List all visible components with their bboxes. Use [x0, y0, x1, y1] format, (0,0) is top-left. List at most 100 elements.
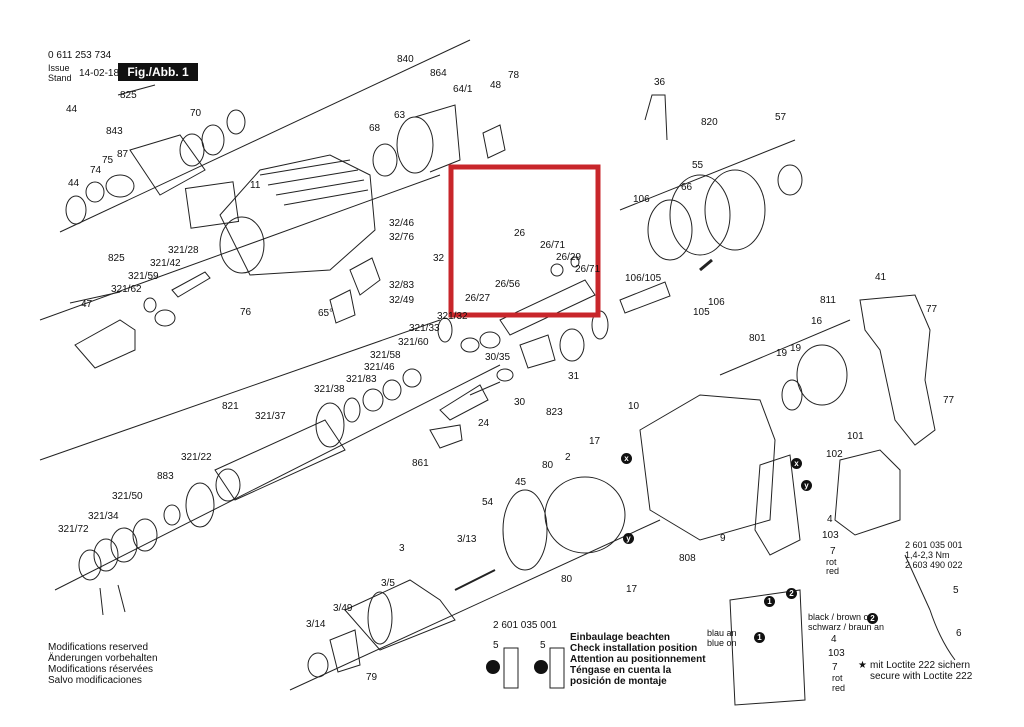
callout-3_49: 3/49 — [333, 603, 353, 614]
install-en: Check installation position — [570, 643, 698, 654]
callout-825a: 825 — [120, 90, 137, 101]
install-es2: posición de montaje — [570, 676, 667, 687]
callout-321_62: 321/62 — [111, 284, 142, 295]
callout-103a: 103 — [822, 530, 839, 541]
callout-45: 45 — [515, 477, 527, 488]
callout-103b: 103 — [828, 648, 845, 659]
wire-black-en: black / brown on — [808, 612, 874, 622]
callout-64_1: 64/1 — [453, 84, 473, 95]
callout-321_59: 321/59 — [128, 271, 159, 282]
callout-80b: 80 — [561, 574, 573, 585]
callout-68: 68 — [369, 123, 381, 134]
callout-77a: 77 — [926, 304, 938, 315]
callout-105: 105 — [693, 307, 710, 318]
callout-321_83: 321/83 — [346, 374, 377, 385]
marker-x-2: x — [791, 458, 802, 469]
install-label-5b: 5 — [540, 640, 546, 651]
marker-2b: 2 — [786, 588, 797, 599]
callout-32_46: 32/46 — [389, 218, 415, 229]
marker-y-1: y — [623, 533, 634, 544]
callout-3_5: 3/5 — [381, 578, 395, 589]
install-de: Einbaulage beachten — [570, 632, 671, 643]
callout-4b: 4 — [831, 634, 837, 645]
switch-part-no-2: 2 603 490 022 — [905, 560, 963, 570]
install-dot-icon — [486, 660, 500, 674]
callout-44a: 44 — [66, 104, 78, 115]
red-wire-1-en: red — [826, 566, 840, 576]
callout-41: 41 — [875, 272, 887, 283]
loctite-star-icon: ★ — [858, 660, 867, 671]
callout-883: 883 — [157, 471, 174, 482]
callout-26_56: 26/56 — [495, 279, 521, 290]
callout-801: 801 — [749, 333, 766, 344]
callout-78: 78 — [508, 70, 520, 81]
callout-106b: 106 — [708, 297, 725, 308]
callout-840: 840 — [397, 54, 414, 65]
callout-79: 79 — [366, 672, 378, 683]
callout-57: 57 — [775, 112, 787, 123]
callout-2: 2 — [565, 452, 571, 463]
callout-66: 66 — [681, 182, 693, 193]
callout-6: 6 — [956, 628, 962, 639]
callout-102: 102 — [826, 449, 843, 460]
callout-54: 54 — [482, 497, 494, 508]
callout-321_32: 321/32 — [437, 311, 468, 322]
callout-26_27: 26/27 — [465, 293, 491, 304]
callout-32_76: 32/76 — [389, 232, 415, 243]
callout-808: 808 — [679, 553, 696, 564]
callout-17b: 17 — [626, 584, 638, 595]
callout-32_83: 32/83 — [389, 280, 415, 291]
install-label-5a: 5 — [493, 640, 499, 651]
marker-1b: 1 — [764, 596, 775, 607]
red-wire-1-num: 7 — [830, 546, 836, 557]
callout-63: 63 — [394, 110, 406, 121]
install-fr: Attention au positionnement — [570, 654, 706, 665]
install-es: Téngase en cuenta la — [570, 665, 672, 676]
red-wire-2-en: red — [832, 683, 846, 693]
loctite-de: mit Loctite 222 sichern — [870, 660, 971, 671]
callout-321_72: 321/72 — [58, 524, 89, 535]
callout-321_46: 321/46 — [364, 362, 395, 373]
issue-date: 14-02-18 — [79, 68, 120, 79]
callout-55: 55 — [692, 160, 704, 171]
callout-864: 864 — [430, 68, 447, 79]
callout-9: 9 — [720, 533, 726, 544]
callout-16: 16 — [811, 316, 823, 327]
callout-70: 70 — [190, 108, 202, 119]
callout-26_71b: 26/71 — [575, 264, 601, 275]
callout-32: 32 — [433, 253, 445, 264]
callout-10: 10 — [628, 401, 640, 412]
callout-825b: 825 — [108, 253, 125, 264]
install-part-no: 2 601 035 001 — [493, 620, 557, 631]
callout-19b: 19 — [790, 343, 802, 354]
marker-2: 2 — [867, 613, 878, 624]
red-wire-2-num: 7 — [832, 662, 838, 673]
callout-5a: 5 — [953, 585, 959, 596]
marker-x-1: x — [621, 453, 632, 464]
callout-321_33: 321/33 — [409, 323, 440, 334]
callout-821: 821 — [222, 401, 239, 412]
callout-19a: 19 — [776, 348, 788, 359]
callout-77b: 77 — [943, 395, 955, 406]
wire-black-de: schwarz / braun an — [808, 622, 885, 632]
callout-17a: 17 — [589, 436, 601, 447]
switch-torque: 1,4-2,3 Nm — [905, 550, 950, 560]
red-wire-2-de: rot — [832, 673, 843, 683]
highlight-box — [448, 164, 601, 318]
callout-321_22: 321/22 — [181, 452, 212, 463]
stand-label: Stand — [48, 73, 72, 83]
callout-861: 861 — [412, 458, 429, 469]
marker-y-2: y — [801, 480, 812, 491]
callout-26: 26 — [514, 228, 526, 239]
mod-de: Änderungen vorbehalten — [48, 653, 158, 664]
callout-3_14: 3/14 — [306, 619, 326, 630]
callout-76: 76 — [240, 307, 252, 318]
issue-label: Issue — [48, 63, 70, 73]
callout-843: 843 — [106, 126, 123, 137]
callout-101: 101 — [847, 431, 864, 442]
red-wire-1-de: rot — [826, 557, 837, 567]
callout-75: 75 — [102, 155, 114, 166]
mod-fr: Modifications réservées — [48, 664, 154, 675]
callout-321_60: 321/60 — [398, 337, 429, 348]
